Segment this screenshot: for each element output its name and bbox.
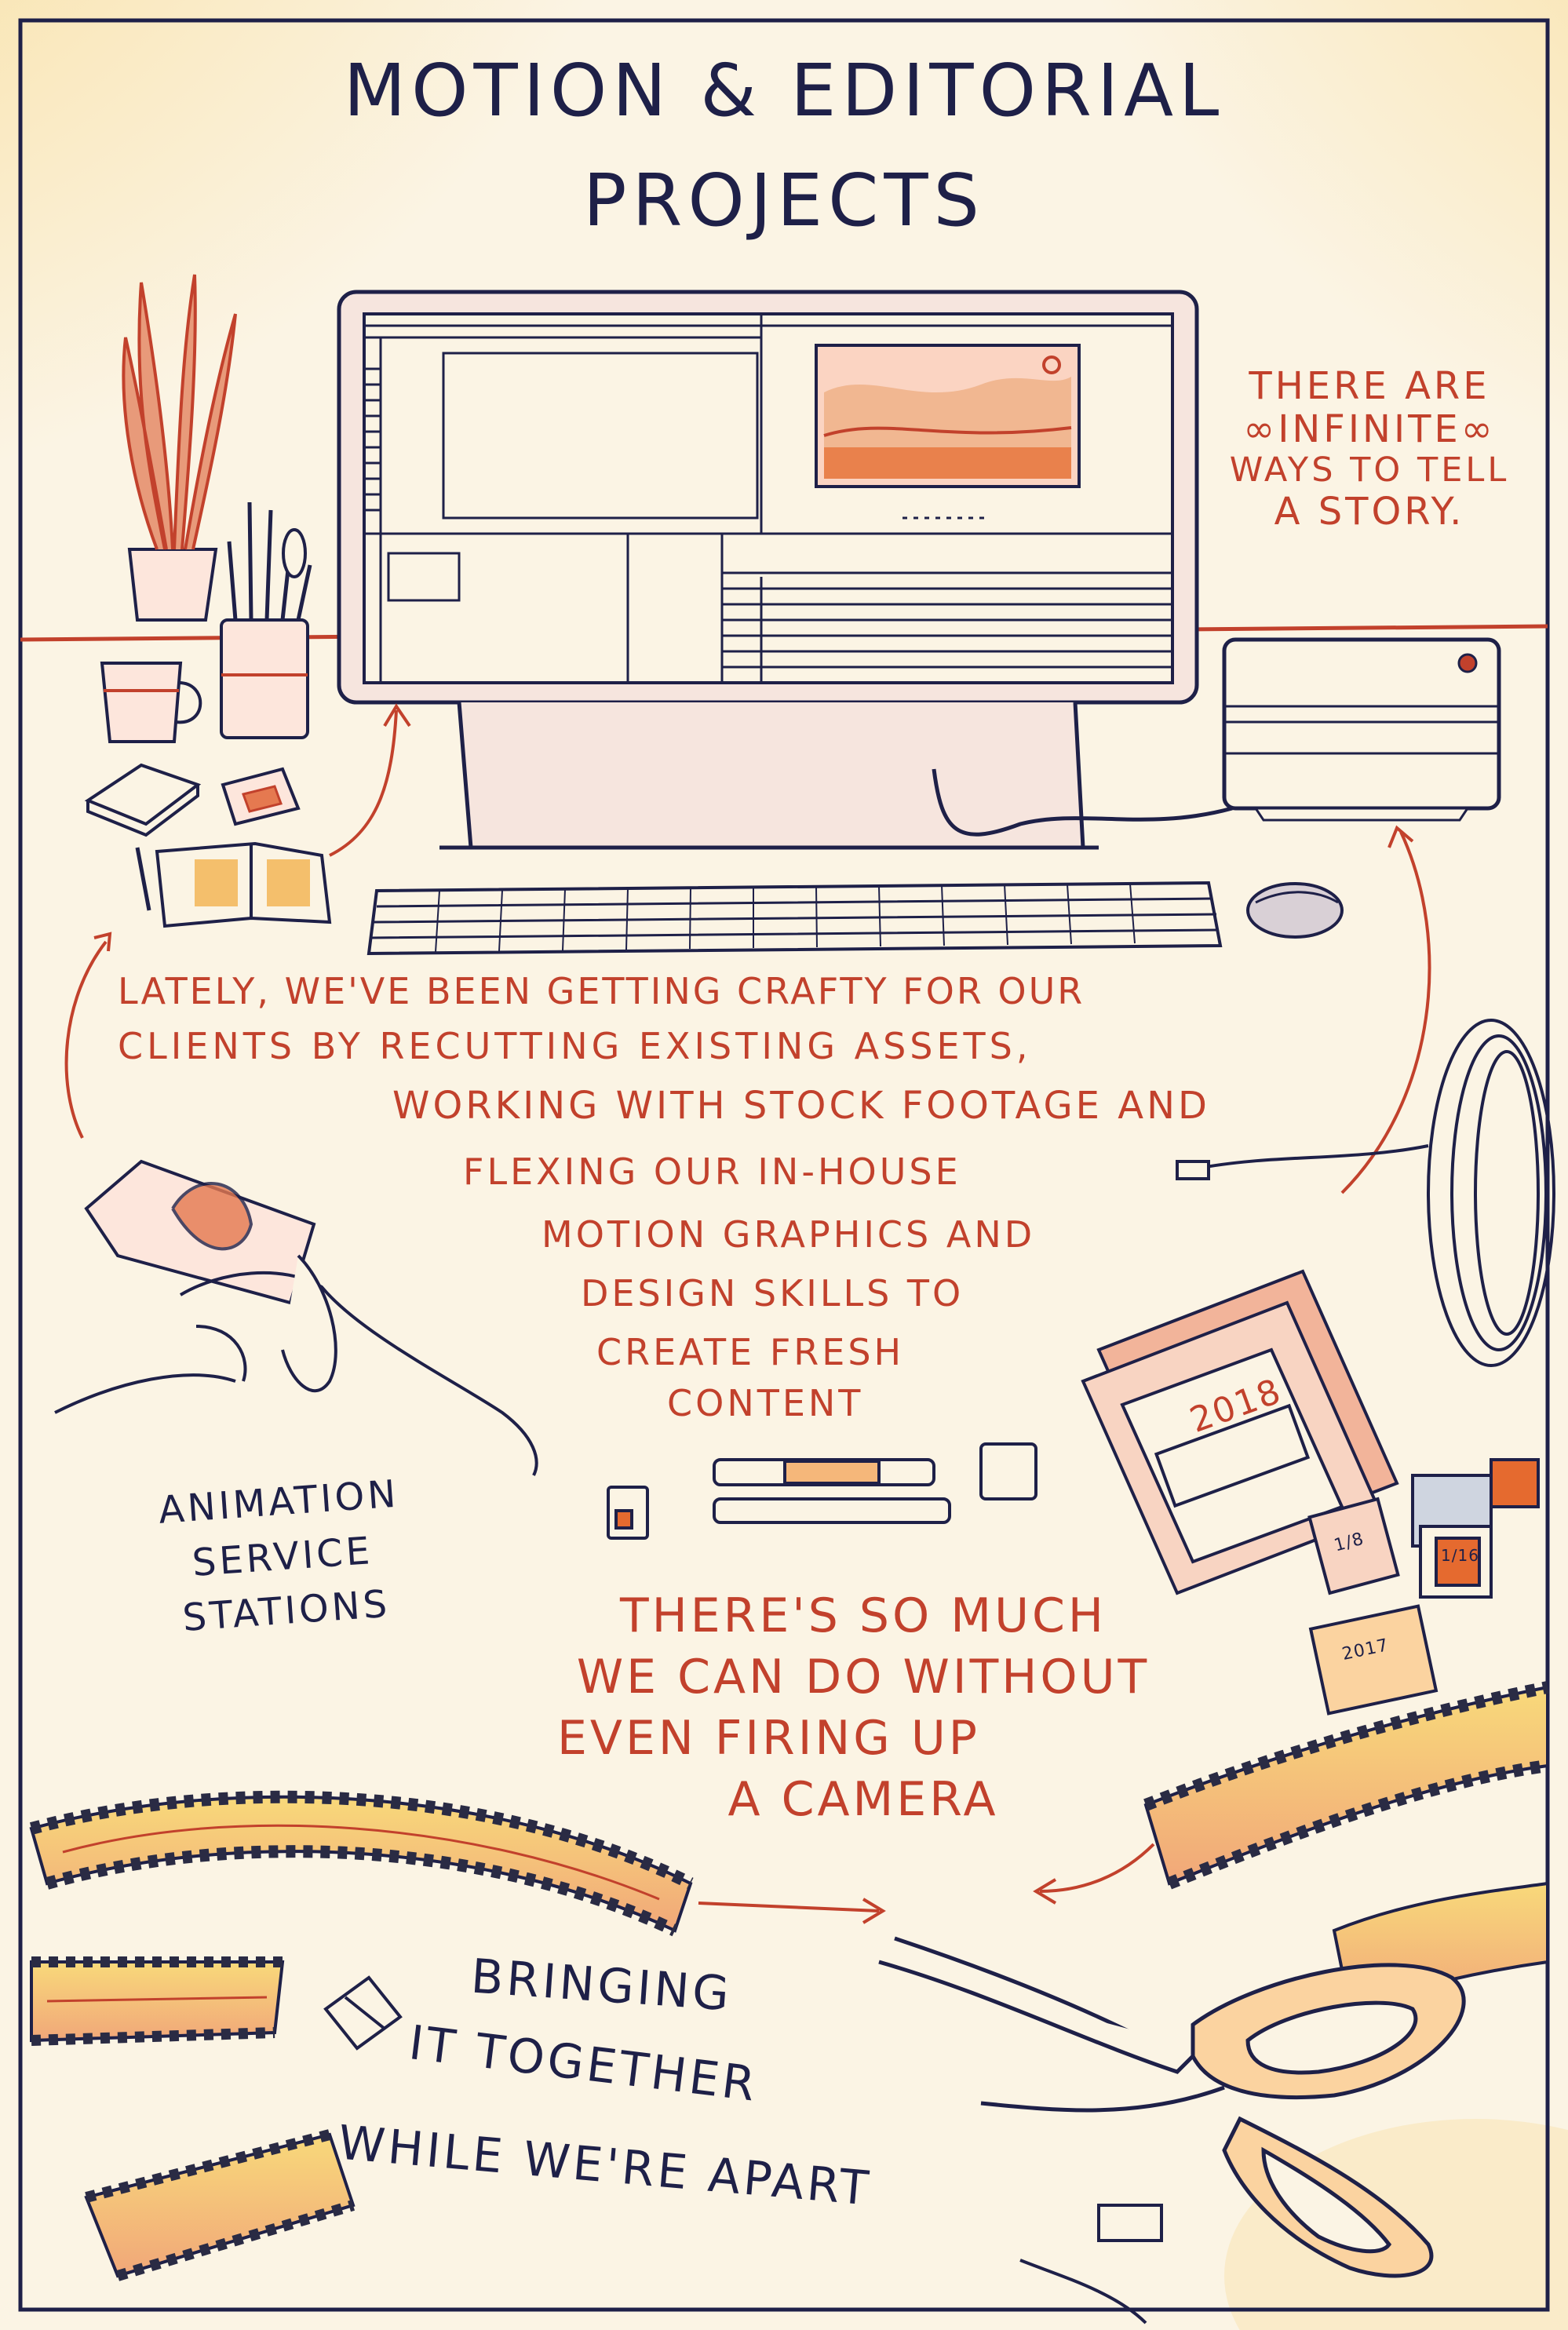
portable-drive-icon [84,763,202,837]
lately-line-3: working with stock footage and [392,1084,1210,1128]
cable-coil-icon [1176,1019,1555,1367]
film-strip-bottom-left [29,1790,694,1937]
infinite-note-line-3: ways to tell [1229,450,1510,490]
film-strip-bottom-left-3 [84,2129,356,2281]
hand-holding-film-icon [54,1159,538,1476]
slide-label-a: 1/16 [1441,1546,1479,1565]
brush-cup-icon [220,501,312,739]
slide-cluster [1307,1458,1540,1716]
sd-card-icon [607,1442,1037,1540]
film-strip-bottom-left-2 [30,1956,285,2046]
lately-line-4: flexing our in-house [463,1150,961,1193]
keyboard-icon [366,881,1223,956]
scissors-icon [878,1936,1466,2278]
arrow-icon [64,703,1431,1924]
photo-slide-icon [221,767,301,826]
external-drive-icon [1222,637,1501,822]
page-border [18,18,1550,2312]
lately-line-6: design skills to [581,1272,965,1314]
coffee-mug-icon [100,662,202,743]
sketchbook-icon [135,841,332,928]
infinite-note: There are ∞Infinite∞ ways to tell a stor… [1220,364,1519,534]
so-much-line-4: a camera [727,1772,999,1827]
so-much-line-1: There's so much [619,1588,1107,1643]
infinite-note-line-2: ∞Infinite∞ [1243,407,1496,452]
lately-line-8: content [667,1382,864,1424]
so-much-line-3: even firing up [557,1711,980,1766]
lately-line-5: motion graphics and [542,1213,1036,1256]
pen-icon [713,1458,951,1524]
so-much-line-2: we can do without [576,1650,1150,1705]
page-title: Motion & Editorial Projects [0,55,1568,237]
lately-line-1: Lately, we've been getting crafty for ou… [118,970,1085,1012]
animation-label: Animation Service Stations [112,1464,453,1651]
lately-line-2: clients by recutting existing assets, [118,1025,1032,1067]
so-much-note: There's so much we can do without even f… [487,1585,1240,1830]
page-title-line-2: Projects [583,159,985,242]
cable-icon [932,768,1233,837]
infinite-note-line-4: a story. [1274,489,1465,534]
film-strip-right [1143,1681,1549,1890]
potted-plant-icon [122,274,237,622]
editing-software-ui [364,314,1172,683]
tape-piece-icon [323,1975,1163,2325]
lately-line-7: create fresh [596,1331,905,1373]
computer-monitor [337,290,1199,850]
infinite-note-line-1: There are [1249,364,1490,408]
page-title-line-1: Motion & Editorial [343,49,1225,133]
film-can-stack [1081,1269,1399,1595]
mouse-icon [1246,882,1344,939]
